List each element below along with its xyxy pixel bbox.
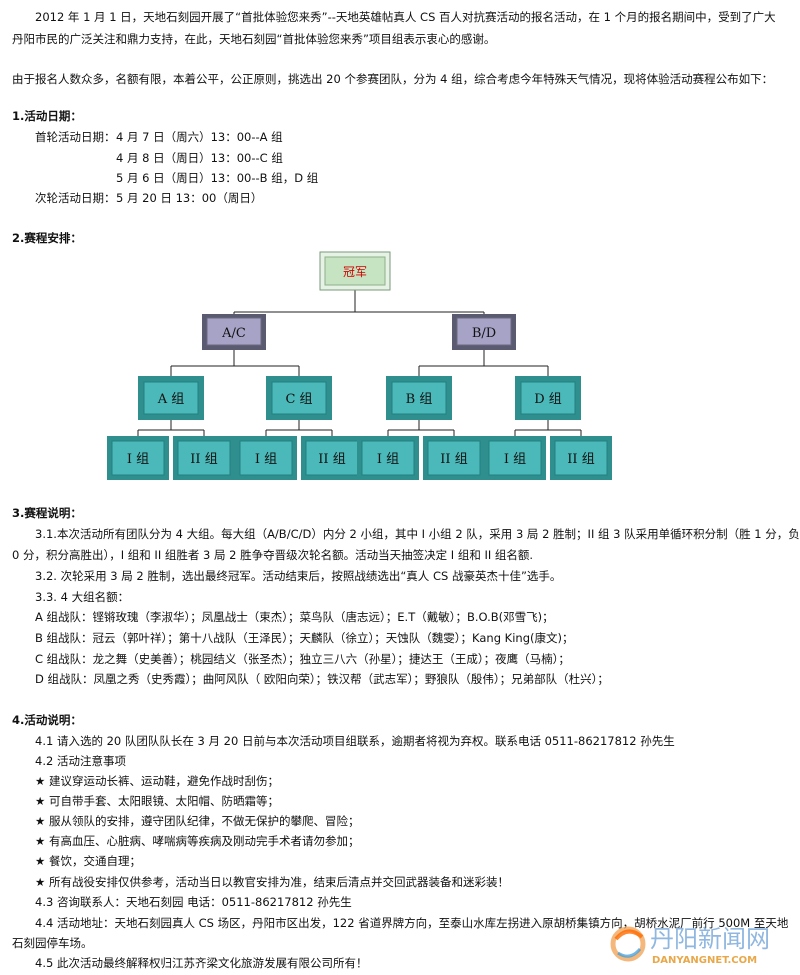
section-4-heading: 4.活动说明：	[12, 713, 82, 727]
subgroup-box: I 组	[484, 436, 546, 480]
site-watermark-logo: 丹阳新闻网 DANYANGNET.COM	[610, 925, 770, 966]
subgroup-box: II 组	[550, 436, 612, 480]
group-label-d: D 组	[534, 392, 562, 407]
subgroup-box: II 组	[173, 436, 235, 480]
group-box-d: D 组	[515, 376, 581, 420]
semi-box-bd: B/D	[452, 314, 516, 350]
subgroup-box: II 组	[301, 436, 363, 480]
precaution-item: ★ 服从领队的安排，遵守团队纪律，不做无保护的攀爬、冒险；	[35, 814, 360, 828]
team-list-a: A 组战队：铿锵玫瑰（李淑华）；凤凰战士（束杰）；菜鸟队（唐志远）；E.T（戴敏…	[35, 610, 554, 624]
group-box-a: A 组	[138, 376, 204, 420]
note-4-2: 4.2 活动注意事项	[35, 754, 126, 768]
watermark-domain: DANYANGNET.COM	[652, 955, 757, 966]
note-4-1: 4.1 请入选的 20 队团队队长在 3 月 20 日前与本次活动项目组联系，逾…	[35, 734, 675, 748]
team-list-c: C 组战队：龙之舞（史美善）；桃园结义（张圣杰）；独立三八六（孙星）；捷达王（王…	[35, 652, 570, 666]
watermark-title: 丹阳新闻网	[650, 925, 770, 953]
subgroup-label: I 组	[127, 452, 149, 467]
rule-3-3: 3.3. 4 大组名额：	[35, 590, 130, 604]
bracket-connectors	[137, 290, 582, 438]
first-round-date-2: 4 月 8 日（周日）13：00--C 组	[116, 151, 283, 165]
first-round-date-1: 4 月 7 日（周六）13：00--A 组	[116, 130, 283, 144]
group-label-b: B 组	[406, 392, 433, 407]
subgroup-label: II 组	[440, 452, 467, 467]
note-4-4-line-1: 4.4 活动地址：天地石刻园真人 CS 场区，丹阳市区出发，122 省道界牌方向…	[35, 916, 789, 930]
subgroup-box: II 组	[423, 436, 485, 480]
semi-label-ac: A/C	[221, 326, 246, 341]
second-round-date: 5 月 20 日 13：00（周日）	[116, 191, 263, 205]
watermark-emblem-icon	[610, 926, 646, 962]
section-2-heading: 2.赛程安排：	[12, 231, 82, 245]
note-4-5: 4.5 此次活动最终解释权归江苏齐梁文化旅游发展有限公司所有！	[35, 956, 368, 970]
precaution-item: ★ 餐饮，交通自理；	[35, 854, 141, 868]
precaution-item: ★ 所有战役安排仅供参考，活动当日以教官安排为准，结束后清点并交回武器装备和迷彩…	[35, 875, 509, 889]
champion-label: 冠军	[343, 265, 367, 279]
rule-3-2: 3.2. 次轮采用 3 局 2 胜制，选出最终冠军。活动结束后，按照战绩选出“真…	[35, 569, 562, 583]
intro-paragraph-2: 由于报名人数众多，名额有限，本着公平，公正原则，挑选出 20 个参赛团队，分为 …	[12, 72, 774, 86]
semi-label-bd: B/D	[472, 326, 496, 341]
note-4-4-line-2: 石刻园停车场。	[12, 936, 93, 950]
team-list-d: D 组战队：凤凰之秀（史秀霞）；曲阿风队（ 欧阳向荣）；铁汉帮（武志军）；野狼队…	[35, 672, 609, 686]
subgroup-box: I 组	[235, 436, 297, 480]
subgroup-label: I 组	[377, 452, 399, 467]
subgroup-box: I 组	[107, 436, 169, 480]
intro-paragraph-1-line-1: 2012 年 1 月 1 日，天地石刻园开展了“首批体验您来秀”--天地英雄帖真…	[35, 10, 776, 24]
precaution-item: ★ 有高血压、心脏病、哮喘病等疾病及刚动完手术者请勿参加；	[35, 834, 360, 848]
subgroup-label: I 组	[255, 452, 277, 467]
tournament-bracket: 冠军 A/C B/D A 组 C 组 B 组 D 组 I 组	[107, 251, 612, 480]
champion-box: 冠军	[319, 251, 391, 291]
subgroup-label: I 组	[504, 452, 526, 467]
team-list-b: B 组战队：冠云（郭叶祥）；第十八战队（王泽民）；天麟队（徐立）；天蚀队（魏雯）…	[35, 631, 574, 645]
group-label-a: A 组	[157, 392, 185, 407]
subgroup-label: II 组	[318, 452, 345, 467]
group-label-c: C 组	[285, 392, 312, 407]
note-4-3: 4.3 咨询联系人：天地石刻园 电话：0511-86217812 孙先生	[35, 895, 352, 909]
subgroup-label: II 组	[190, 452, 217, 467]
subgroup-box: I 组	[357, 436, 419, 480]
group-box-b: B 组	[386, 376, 452, 420]
second-round-label: 次轮活动日期：	[35, 191, 116, 205]
subgroup-label: II 组	[567, 452, 594, 467]
first-round-label: 首轮活动日期：	[35, 130, 116, 144]
first-round-date-3: 5 月 6 日（周日）13：00--B 组，D 组	[116, 171, 319, 185]
intro-paragraph-1-line-2: 丹阳市民的广泛关注和鼎力支持，在此，天地石刻园“首批体验您来秀”项目组表示衷心的…	[12, 32, 496, 46]
semi-box-ac: A/C	[202, 314, 266, 350]
rule-3-1-line-2: 0 分，积分高胜出），I 组和 II 组胜者 3 局 2 胜争夺晋级次轮名额。活…	[12, 548, 534, 562]
section-3-heading: 3.赛程说明：	[12, 506, 82, 520]
section-1-heading: 1.活动日期：	[12, 109, 82, 123]
precaution-item: ★ 可自带手套、太阳眼镜、太阳帽、防晒霜等；	[35, 794, 279, 808]
precaution-item: ★ 建议穿运动长裤、运动鞋，避免作战时刮伤；	[35, 774, 279, 788]
rule-3-1-line-1: 3.1.本次活动所有团队分为 4 大组。每大组（A/B/C/D）内分 2 小组，…	[35, 527, 800, 541]
group-box-c: C 组	[266, 376, 332, 420]
